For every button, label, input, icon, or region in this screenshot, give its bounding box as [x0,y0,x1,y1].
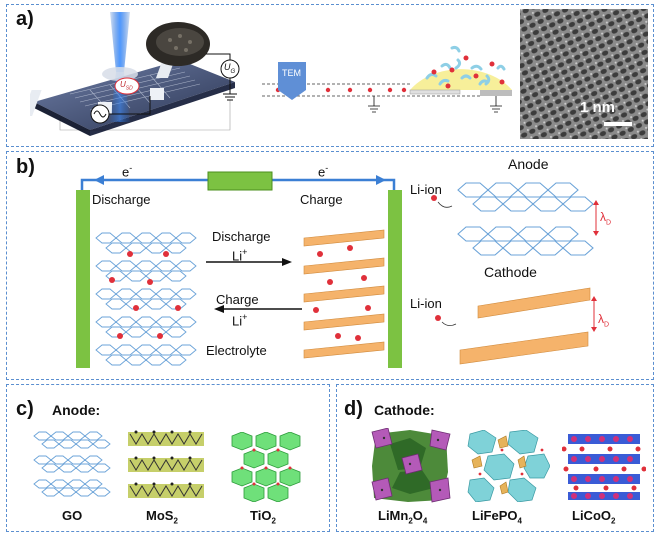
material-go: GO [62,508,83,523]
li-plus-1: Li+ [232,247,248,264]
electron-right: e- [318,163,329,180]
anode-detail-graphene [431,182,599,256]
material-mos2: MoS2 [146,508,178,526]
ug-label: UG [224,62,236,75]
material-tio2: TiO2 [250,508,276,526]
panel-d-title: Cathode: [374,402,435,418]
panel-b-label: b) [16,156,35,178]
panel-a-device-illustration [30,12,240,136]
go-structure [33,431,111,497]
material-licoo2: LiCoO2 [572,508,616,526]
licoo2-structure [562,434,646,500]
panel-c [6,384,330,532]
electrolyte-label: Electrolyte [206,343,267,358]
cathode-detail-layers [435,287,597,365]
panel-a [6,4,654,147]
lambda-anode: λD [600,210,612,227]
mos2-structure [128,430,204,498]
electron-left: e- [122,163,133,180]
tio2-structure [228,432,308,502]
lifepo4-structure [467,430,550,502]
li-plus-2: Li+ [232,312,248,329]
cathode-title: Cathode [484,264,537,280]
limn2o4-structure [371,428,451,503]
panel-a-tem-schematic [262,45,512,113]
panel-a-tem-image [520,9,648,139]
panel-a-label: a) [16,8,34,30]
lambda-cathode: λD [598,312,610,329]
li-ion-anode-label: Li-ion [410,182,442,197]
charge-mid-label: Charge [216,292,259,307]
anode-graphene-stack [95,232,197,366]
panel-c-label: c) [16,398,34,420]
usd-label: USD [120,80,133,92]
cathode-layer-stack [303,229,385,359]
panel-d [336,384,654,532]
discharge-top-label: Discharge [92,192,151,207]
charge-top-label: Charge [300,192,343,207]
battery-circuit [76,171,402,368]
panel-b [6,151,654,380]
li-ion-cathode-label: Li-ion [410,296,442,311]
panel-d-label: d) [344,398,363,420]
anode-title: Anode [508,156,549,172]
scale-bar-label: 1 nm [580,99,616,116]
discharge-mid-label: Discharge [212,229,271,244]
panel-c-title: Anode: [52,402,101,418]
material-limn2o4: LiMn2O4 [378,508,428,526]
tem-label: TEM [282,68,301,78]
material-lifepo4: LiFePO4 [472,508,522,526]
